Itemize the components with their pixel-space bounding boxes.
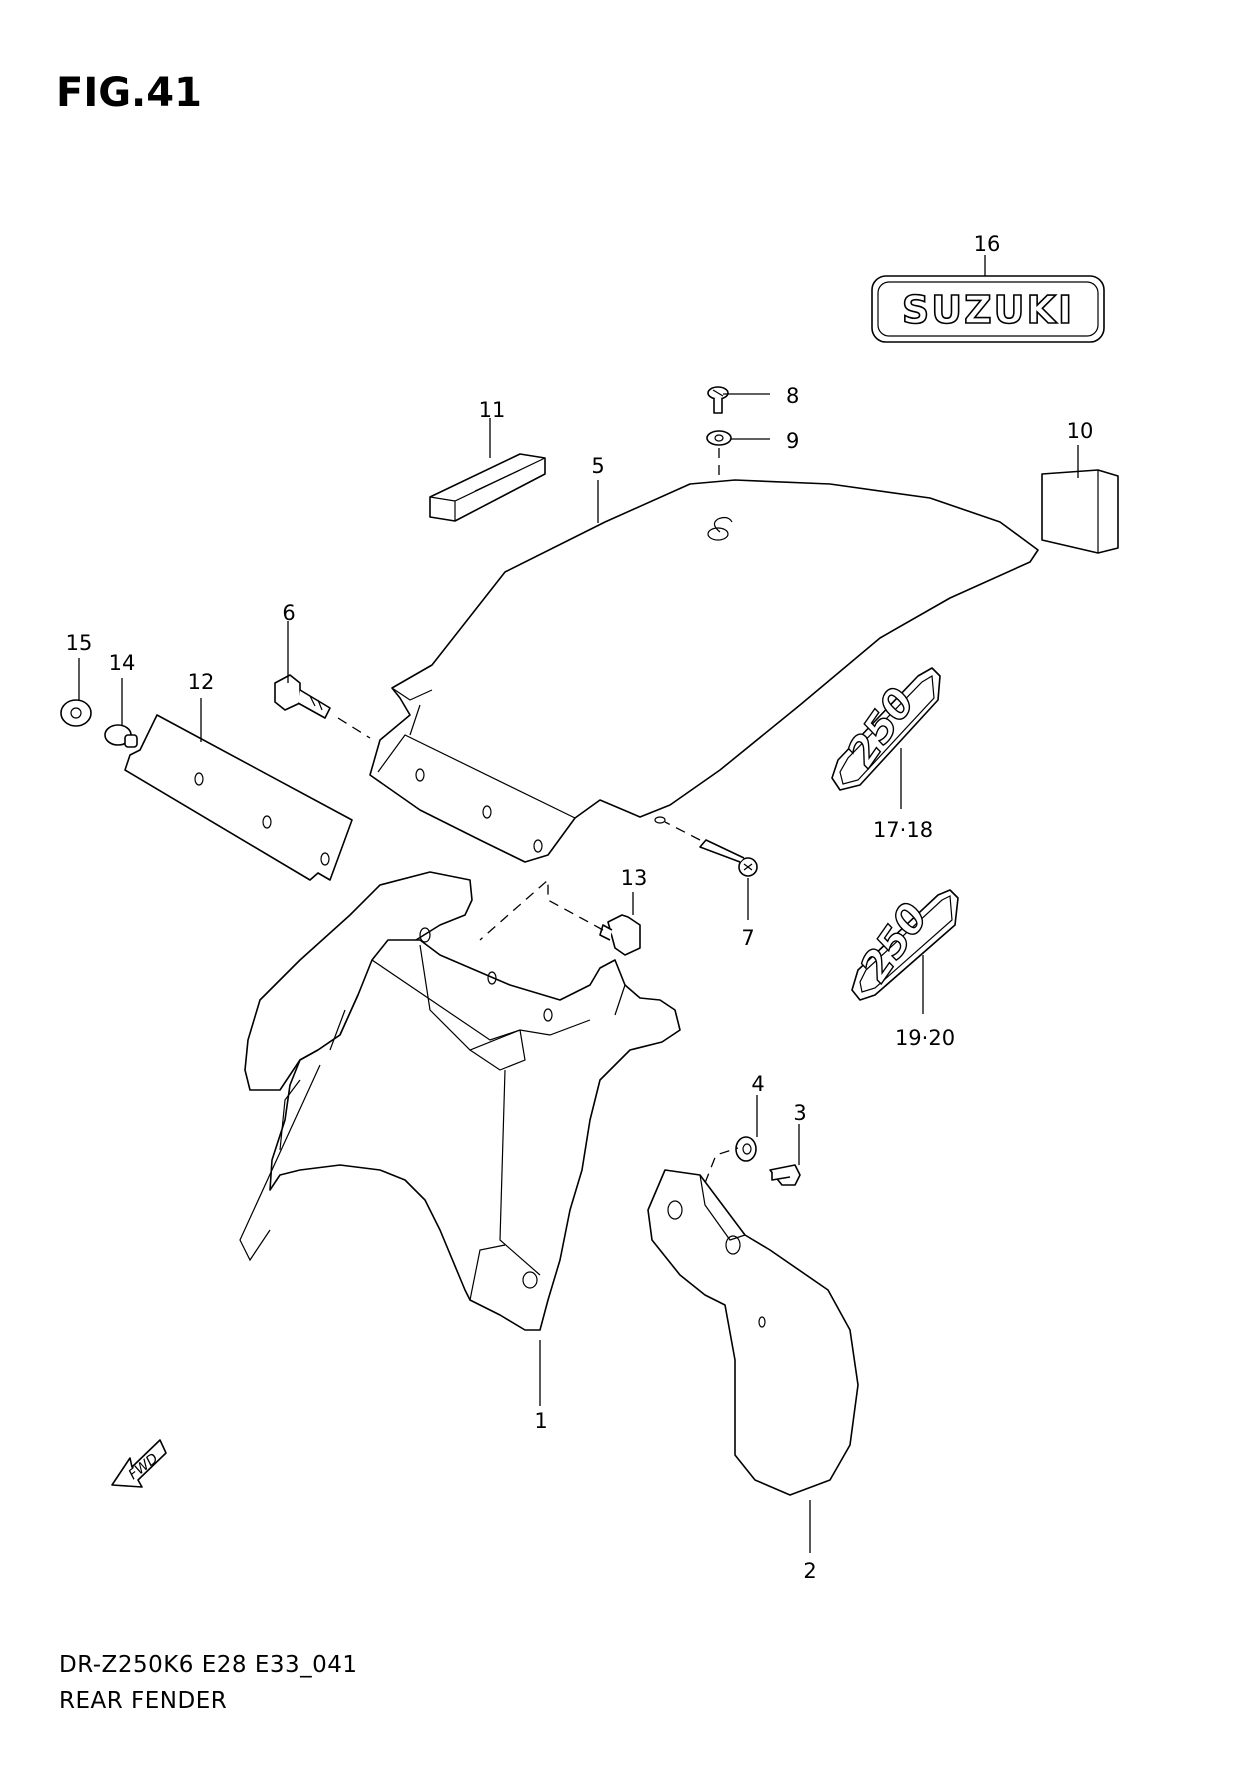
suzuki-logo-text: SUZUKI: [902, 288, 1074, 332]
callout-3: 3: [793, 1101, 806, 1125]
rear-fender-5: [369, 479, 1039, 863]
callout-13: 13: [621, 866, 648, 890]
spacer-14: [104, 724, 138, 748]
emblem-250-lower: 250: [851, 889, 959, 1001]
fwd-arrow-icon: FWD: [111, 1439, 167, 1488]
callout-17-18: 17·18: [873, 818, 933, 842]
callout-1: 1: [534, 1409, 547, 1433]
bolt-3: [769, 1164, 801, 1186]
callout-5: 5: [591, 454, 604, 478]
callout-numbers: 16 8 9 10 11 5 6 15 14 12 13 7 17·18 19·…: [66, 232, 1094, 1583]
pad-10: [1041, 469, 1119, 554]
emblem-250-upper: 250: [831, 667, 941, 791]
callout-16: 16: [974, 232, 1001, 256]
section-name: REAR FENDER: [59, 1688, 228, 1714]
washer-9: [706, 430, 732, 446]
callout-9: 9: [786, 429, 799, 453]
callout-19-20: 19·20: [895, 1026, 955, 1050]
callout-8: 8: [786, 384, 799, 408]
callout-12: 12: [188, 670, 215, 694]
bolt-13: [599, 914, 641, 956]
nut-15: [60, 699, 92, 727]
suzuki-emblem: SUZUKI: [871, 275, 1105, 343]
callout-14: 14: [109, 651, 136, 675]
leader-lines: [78, 255, 1079, 1553]
mud-flap-2: [647, 1169, 859, 1496]
figure-title: FIG.41: [56, 70, 202, 116]
callout-15: 15: [66, 631, 93, 655]
callout-4: 4: [751, 1072, 764, 1096]
callout-7: 7: [741, 926, 754, 950]
inner-fender-1: [239, 871, 681, 1331]
callout-11: 11: [479, 398, 506, 422]
callout-2: 2: [803, 1559, 816, 1583]
plate-12: [124, 714, 353, 881]
washer-4: [735, 1136, 757, 1162]
pad-11: [429, 453, 546, 522]
screw-7: [699, 839, 758, 877]
callout-6: 6: [282, 601, 295, 625]
callout-10: 10: [1067, 419, 1094, 443]
bolt-6: [274, 674, 331, 719]
screw-8: [707, 386, 729, 414]
model-code: DR-Z250K6 E28 E33_041: [59, 1652, 358, 1678]
